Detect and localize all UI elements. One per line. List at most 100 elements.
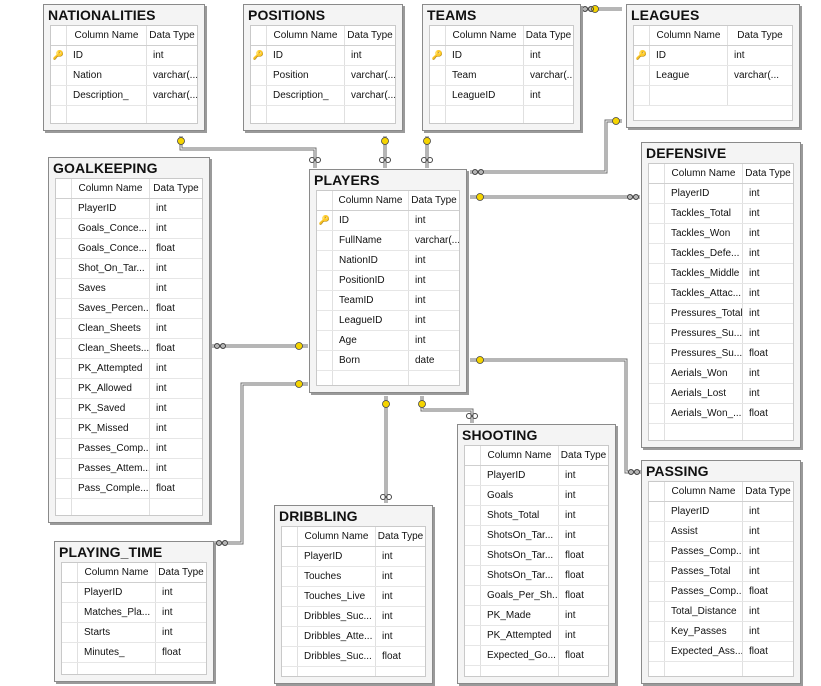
column-row[interactable]: Expected_Ass...float bbox=[649, 642, 793, 662]
empty-row[interactable] bbox=[282, 667, 425, 676]
column-row[interactable]: Dribbles_Atte...int bbox=[282, 627, 425, 647]
column-row[interactable]: Description_varchar(... bbox=[251, 86, 395, 106]
column-row[interactable]: Passes_Comp...int bbox=[649, 542, 793, 562]
column-row[interactable]: Pressures_Su...float bbox=[649, 344, 793, 364]
row-selector bbox=[51, 86, 67, 105]
empty-row[interactable] bbox=[51, 106, 197, 123]
column-row[interactable]: Passes_Attem...int bbox=[56, 459, 202, 479]
empty-row[interactable] bbox=[62, 663, 206, 674]
column-row[interactable]: Pressures_Su...int bbox=[649, 324, 793, 344]
empty-row[interactable] bbox=[465, 666, 608, 676]
column-name bbox=[72, 499, 150, 515]
column-row[interactable]: Tackles_Defe...int bbox=[649, 244, 793, 264]
data-type: int bbox=[156, 403, 167, 414]
column-row[interactable]: Expected_Go...float bbox=[465, 646, 608, 666]
column-row[interactable]: Dribbles_Suc...float bbox=[282, 647, 425, 667]
column-row[interactable]: Pass_Comple...float bbox=[56, 479, 202, 499]
empty-row[interactable] bbox=[251, 106, 395, 123]
empty-row[interactable] bbox=[649, 424, 793, 440]
empty-row[interactable] bbox=[56, 499, 202, 515]
column-row[interactable]: Passes_Comp...float bbox=[649, 582, 793, 602]
column-row[interactable]: ShotsOn_Tar...float bbox=[465, 546, 608, 566]
column-row[interactable]: Tackles_Attac...int bbox=[649, 284, 793, 304]
empty-row[interactable] bbox=[634, 86, 792, 106]
column-row[interactable]: ShotsOn_Tar...int bbox=[465, 526, 608, 546]
column-row[interactable]: Dribbles_Suc...int bbox=[282, 607, 425, 627]
column-row[interactable]: Goals_Conce...float bbox=[56, 239, 202, 259]
column-row[interactable]: Passes_Comp...int bbox=[56, 439, 202, 459]
column-row[interactable]: Saves_Percen...float bbox=[56, 299, 202, 319]
column-row[interactable]: Description_varchar(... bbox=[51, 86, 197, 106]
column-row[interactable]: Aerials_Won_...float bbox=[649, 404, 793, 424]
column-row[interactable]: Goals_Per_Sh...float bbox=[465, 586, 608, 606]
column-row[interactable]: Matches_Pla...int bbox=[62, 603, 206, 623]
empty-row[interactable] bbox=[430, 106, 573, 123]
column-row[interactable]: Clean_Sheets...float bbox=[56, 339, 202, 359]
data-type-header: Data Type bbox=[745, 168, 791, 179]
empty-row[interactable] bbox=[649, 662, 793, 676]
empty-row[interactable] bbox=[317, 371, 459, 385]
column-row[interactable]: Minutes_float bbox=[62, 643, 206, 663]
column-row[interactable]: Shot_On_Tar...int bbox=[56, 259, 202, 279]
column-row[interactable]: Goals_Conce...int bbox=[56, 219, 202, 239]
column-row[interactable]: ShotsOn_Tar...float bbox=[465, 566, 608, 586]
